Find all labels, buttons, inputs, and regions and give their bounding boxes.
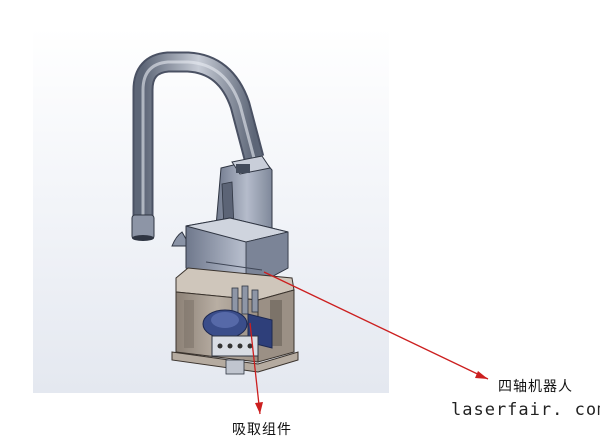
suction-assembly (202, 285, 273, 375)
robot-arm-body (171, 217, 289, 287)
cable-hose (131, 51, 265, 241)
watermark-text: laserfair. com (451, 400, 600, 420)
arrow-robot (263, 271, 489, 380)
label-robot: 四轴机器人 (498, 379, 573, 395)
arrow-suction (249, 322, 263, 415)
label-suction: 吸取组件 (232, 422, 292, 438)
